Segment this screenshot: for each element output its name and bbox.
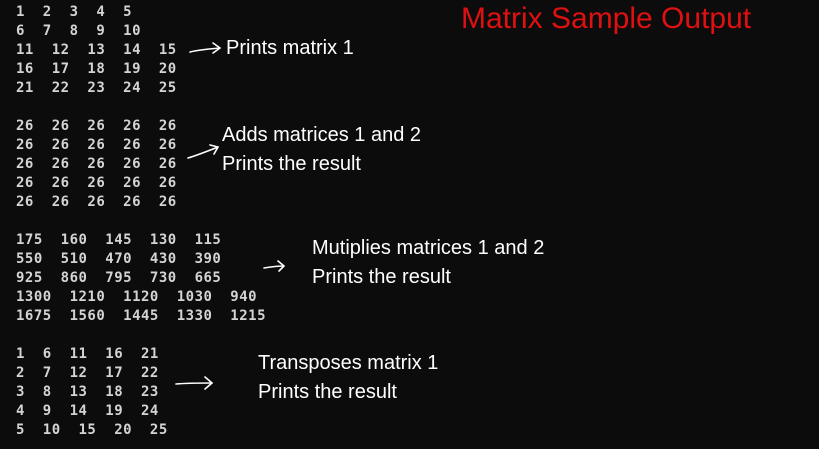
annotation-line: Prints matrix 1: [226, 37, 354, 59]
output-line: 26 26 26 26 26: [16, 175, 177, 191]
annotation-line: Prints the result: [222, 153, 361, 175]
output-line: 4 9 14 19 24: [16, 403, 159, 419]
output-line: 1 2 3 4 5: [16, 4, 133, 20]
output-line: 21 22 23 24 25: [16, 80, 177, 96]
output-line: 175 160 145 130 115: [16, 232, 222, 248]
hand-drawn-arrow-icon: [175, 376, 213, 390]
page-title: Matrix Sample Output: [461, 2, 752, 35]
annotation-print-matrix: Prints matrix 1: [226, 34, 354, 63]
annotation-line: Prints the result: [258, 381, 397, 403]
output-line: 2 7 12 17 22: [16, 365, 159, 381]
output-line: 1675 1560 1445 1330 1215: [16, 308, 267, 324]
hand-drawn-arrow-icon: [187, 144, 219, 159]
output-line: 26 26 26 26 26: [16, 194, 177, 210]
output-line: 26 26 26 26 26: [16, 156, 177, 172]
output-line: 26 26 26 26 26: [16, 118, 177, 134]
output-line: 11 12 13 14 15: [16, 42, 177, 58]
hand-drawn-arrow-icon: [189, 42, 221, 54]
annotation-add-matrices: Adds matrices 1 and 2 Prints the result: [222, 121, 421, 179]
annotation-line: Adds matrices 1 and 2: [222, 124, 421, 146]
output-line: 3 8 13 18 23: [16, 384, 159, 400]
annotation-line: Prints the result: [312, 266, 451, 288]
hand-drawn-arrow-icon: [263, 260, 285, 272]
annotation-transpose-matrix: Transposes matrix 1 Prints the result: [258, 349, 438, 407]
output-line: 925 860 795 730 665: [16, 270, 222, 286]
output-line: 26 26 26 26 26: [16, 137, 177, 153]
output-line: 6 7 8 9 10: [16, 23, 142, 39]
annotation-line: Mutiplies matrices 1 and 2: [312, 237, 545, 259]
output-line: 550 510 470 430 390: [16, 251, 222, 267]
output-line: 1300 1210 1120 1030 940: [16, 289, 258, 305]
output-line: 16 17 18 19 20: [16, 61, 177, 77]
output-line: 5 10 15 20 25: [16, 422, 168, 438]
annotation-line: Transposes matrix 1: [258, 352, 439, 374]
output-line: 1 6 11 16 21: [16, 346, 159, 362]
annotation-multiply-matrices: Mutiplies matrices 1 and 2 Prints the re…: [312, 234, 544, 292]
